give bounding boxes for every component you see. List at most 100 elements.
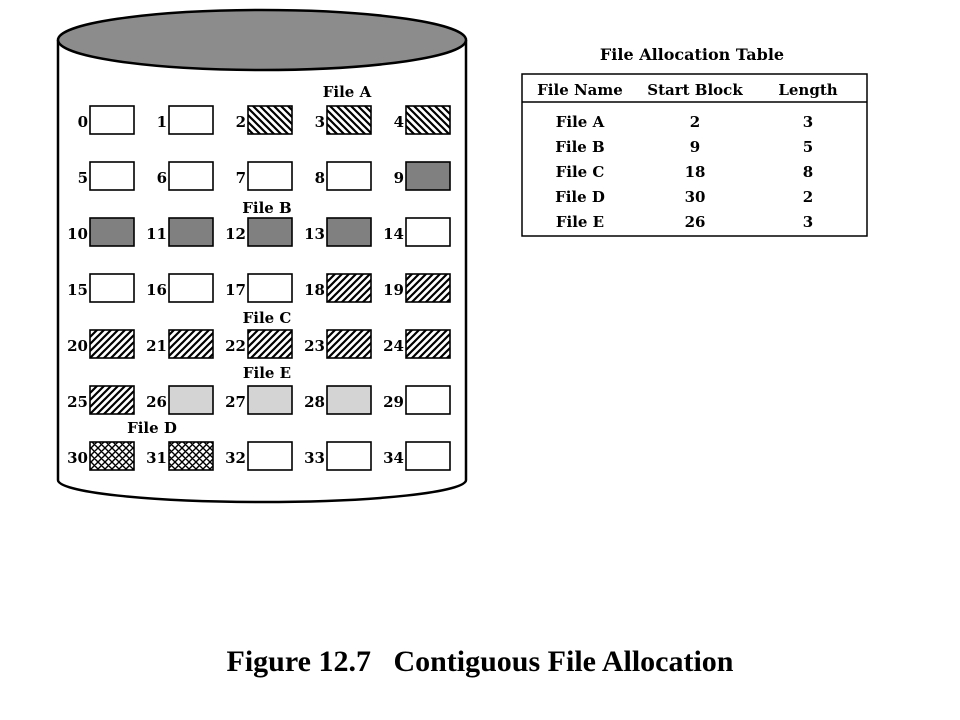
disk-block-0: 0 — [78, 105, 135, 135]
block-cell — [89, 217, 135, 247]
file-a-label: File A — [323, 83, 372, 101]
block-number: 7 — [236, 169, 246, 187]
disk-block-15: 15 — [67, 273, 135, 303]
disk-block-20: 20 — [67, 329, 135, 359]
block-cell — [89, 441, 135, 471]
disk-block-12: 12 — [225, 217, 293, 247]
block-number: 1 — [157, 113, 167, 131]
block-cell — [405, 441, 451, 471]
file-e-label: File E — [243, 364, 291, 382]
figure-caption: Figure 12.7 Contiguous File Allocation — [226, 645, 734, 678]
disk-block-18: 18 — [304, 273, 372, 303]
block-cell — [326, 329, 372, 359]
fat-cell-file-name: File C — [556, 163, 605, 181]
disk-block-6: 6 — [157, 161, 214, 191]
block-number: 3 — [315, 113, 325, 131]
file-c-label: File C — [243, 309, 292, 327]
block-cell — [89, 273, 135, 303]
disk-block-3: 3 — [315, 105, 372, 135]
disk-block-32: 32 — [225, 441, 293, 471]
fat-cell-start-block: 18 — [685, 163, 706, 181]
block-number: 34 — [383, 449, 404, 467]
disk-block-34: 34 — [383, 441, 451, 471]
fat-cell-file-name: File A — [556, 113, 605, 131]
block-number: 25 — [67, 393, 88, 411]
block-cell — [168, 385, 214, 415]
disk-block-17: 17 — [225, 273, 293, 303]
block-number: 0 — [78, 113, 88, 131]
block-cell — [168, 105, 214, 135]
fat-header-start-block: Start Block — [647, 81, 743, 99]
block-number: 26 — [146, 393, 167, 411]
fat-header-file-name: File Name — [537, 81, 623, 99]
block-number: 18 — [304, 281, 325, 299]
block-cell — [247, 105, 293, 135]
block-cell — [247, 273, 293, 303]
block-cell — [168, 273, 214, 303]
block-number: 16 — [146, 281, 167, 299]
block-cell — [405, 273, 451, 303]
fat-cell-file-name: File B — [555, 138, 605, 156]
block-cell — [326, 273, 372, 303]
block-cell — [405, 385, 451, 415]
disk-block-33: 33 — [304, 441, 372, 471]
file-allocation-table: File Allocation Table File Name Start Bl… — [521, 45, 868, 237]
block-cell — [405, 217, 451, 247]
disk-block-19: 19 — [383, 273, 451, 303]
block-number: 28 — [304, 393, 325, 411]
disk-block-23: 23 — [304, 329, 372, 359]
block-cell — [405, 329, 451, 359]
block-cell — [326, 161, 372, 191]
block-number: 29 — [383, 393, 404, 411]
fat-cell-start-block: 9 — [690, 138, 700, 156]
block-number: 23 — [304, 337, 325, 355]
block-number: 22 — [225, 337, 246, 355]
block-number: 12 — [225, 225, 246, 243]
block-number: 2 — [236, 113, 246, 131]
disk-block-10: 10 — [67, 217, 135, 247]
disk-block-8: 8 — [315, 161, 372, 191]
disk-block-14: 14 — [383, 217, 451, 247]
disk-cylinder — [56, 8, 468, 504]
fat-cell-length: 3 — [803, 113, 813, 131]
block-cell — [405, 161, 451, 191]
disk-block-22: 22 — [225, 329, 293, 359]
block-number: 15 — [67, 281, 88, 299]
block-number: 21 — [146, 337, 167, 355]
block-cell — [89, 105, 135, 135]
fat-cell-length: 2 — [803, 188, 813, 206]
disk-block-21: 21 — [146, 329, 214, 359]
disk-block-31: 31 — [146, 441, 214, 471]
block-number: 32 — [225, 449, 246, 467]
block-number: 19 — [383, 281, 404, 299]
fat-cell-length: 8 — [803, 163, 813, 181]
block-number: 11 — [146, 225, 167, 243]
disk-block-13: 13 — [304, 217, 372, 247]
disk-block-9: 9 — [394, 161, 451, 191]
block-number: 9 — [394, 169, 404, 187]
disk-block-28: 28 — [304, 385, 372, 415]
fat-cell-file-name: File D — [555, 188, 605, 206]
block-cell — [247, 385, 293, 415]
block-number: 30 — [67, 449, 88, 467]
block-cell — [247, 329, 293, 359]
block-cell — [326, 441, 372, 471]
cylinder-top — [56, 8, 468, 72]
fat-title: File Allocation Table — [600, 45, 784, 64]
block-cell — [326, 217, 372, 247]
block-number: 24 — [383, 337, 404, 355]
file-b-label: File B — [242, 199, 292, 217]
disk-block-27: 27 — [225, 385, 293, 415]
disk-block-25: 25 — [67, 385, 135, 415]
disk-block-1: 1 — [157, 105, 214, 135]
disk-block-5: 5 — [78, 161, 135, 191]
block-number: 20 — [67, 337, 88, 355]
block-cell — [326, 385, 372, 415]
block-cell — [247, 161, 293, 191]
